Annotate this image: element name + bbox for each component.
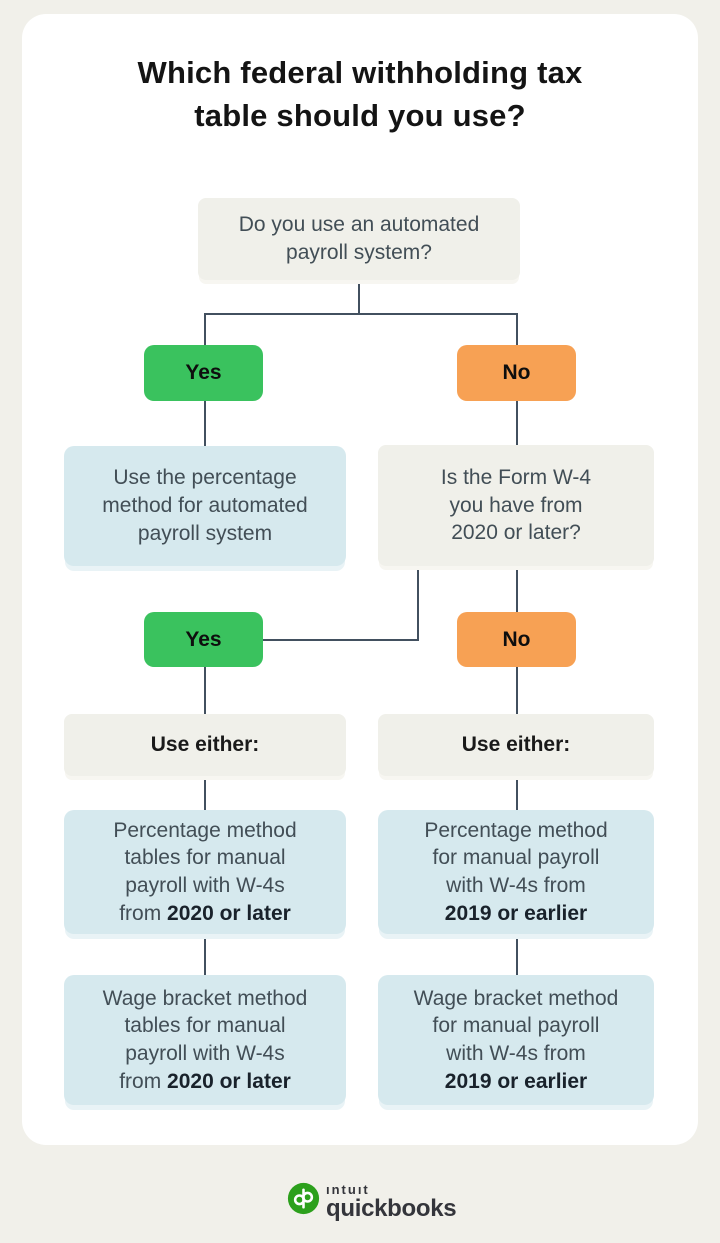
connector-branch1-yes-down xyxy=(204,313,206,346)
connector-branch1-horizontal xyxy=(204,313,518,315)
result-line: for manual payroll xyxy=(432,846,600,870)
quickbooks-logo: ıntuıt quickbooks xyxy=(287,1181,457,1222)
result-line: for manual payroll xyxy=(432,1014,600,1038)
no-badge-1: No xyxy=(457,345,576,401)
connector-use-either-left-down xyxy=(204,776,206,811)
connector-use-either-right-down xyxy=(516,776,518,811)
result-box-wage-bracket-2019: Wage bracket method for manual payroll w… xyxy=(378,975,654,1105)
result-line: with W-4s from xyxy=(446,1042,586,1065)
connector-yes2-down xyxy=(204,667,206,715)
connector-no1-down xyxy=(516,401,518,446)
question-line: Do you use an automated xyxy=(238,213,480,237)
result-line-emphasis: from 2020 or later xyxy=(119,1068,291,1096)
result-bold: 2020 or later xyxy=(167,901,291,925)
result-box-percentage-2019: Percentage method for manual payroll wit… xyxy=(378,810,654,934)
yes-badge-2: Yes xyxy=(144,612,263,667)
connector-q2-yes-horizontal xyxy=(263,639,419,641)
result-bold: 2019 or earlier xyxy=(444,1069,588,1093)
result-line: payroll with W-4s xyxy=(125,874,285,897)
result-bold: 2020 or later xyxy=(167,1069,291,1093)
question-line: Is the Form W-4 xyxy=(440,465,592,489)
result-line-emphasis: 2019 or earlier xyxy=(445,1068,587,1096)
question-line: payroll system? xyxy=(286,241,432,264)
question-box-automated-payroll: Do you use an automated payroll system? xyxy=(198,198,520,280)
result-line: tables for manual xyxy=(124,846,286,870)
result-box-wage-bracket-2020: Wage bracket method tables for manual pa… xyxy=(64,975,346,1105)
page-title: Which federal withholding tax table shou… xyxy=(137,55,583,133)
use-either-left-box: Use either: xyxy=(64,714,346,776)
logo-wordmarks: ıntuıt quickbooks xyxy=(326,1181,457,1222)
result-line: Wage bracket method xyxy=(102,986,308,1010)
connector-no2-down xyxy=(516,667,518,715)
connector-q2-no-down xyxy=(516,566,518,613)
question-box-w4-year: Is the Form W-4 you have from 2020 or la… xyxy=(378,445,654,566)
result-bold: 2019 or earlier xyxy=(444,901,588,925)
result-line: with W-4s from xyxy=(446,874,586,897)
yes-badge-1: Yes xyxy=(144,345,263,401)
use-either-right-box: Use either: xyxy=(378,714,654,776)
result-box-percentage-automated: Use the percentage method for automated … xyxy=(64,446,346,566)
connector-branch1-no-down xyxy=(516,313,518,346)
question-line: you have from xyxy=(449,493,583,517)
result-line: Wage bracket method xyxy=(413,986,619,1010)
result-line: payroll with W-4s xyxy=(125,1042,285,1065)
result-line: tables for manual xyxy=(124,1014,286,1038)
connector-q1-down xyxy=(358,280,360,314)
result-line: Percentage method xyxy=(113,818,297,842)
result-prefix: from xyxy=(119,901,168,925)
connector-q2-yes-down xyxy=(417,566,419,641)
question-line: 2020 or later? xyxy=(451,521,581,545)
qb-icon xyxy=(287,1182,320,1215)
result-line: Percentage method xyxy=(424,818,608,842)
connector-perc-right-down xyxy=(516,934,518,976)
connector-perc-left-down xyxy=(204,934,206,976)
result-line: Use the percentage xyxy=(113,466,297,490)
quickbooks-wordmark: quickbooks xyxy=(326,1195,457,1222)
no-badge-2: No xyxy=(457,612,576,667)
result-line-emphasis: from 2020 or later xyxy=(119,900,291,928)
connector-yes1-down xyxy=(204,401,206,447)
result-box-percentage-2020: Percentage method tables for manual payr… xyxy=(64,810,346,934)
intuit-wordmark: ıntuıt xyxy=(326,1182,370,1197)
result-line-emphasis: 2019 or earlier xyxy=(445,900,587,928)
result-line: method for automated xyxy=(102,494,308,518)
result-prefix: from xyxy=(119,1069,168,1093)
result-line: payroll system xyxy=(137,521,273,545)
